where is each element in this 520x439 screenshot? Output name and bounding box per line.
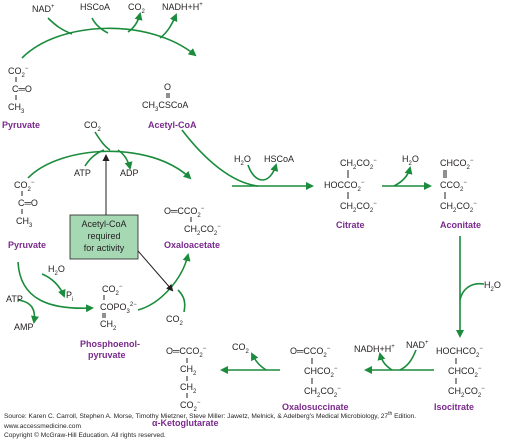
- arrow-pep-to-oxaloacetate: [137, 253, 191, 311]
- ketoglutarate-molecule: O═CCO2− CH2 CH2 CO2− α-Ketoglutarate: [152, 346, 219, 428]
- nadh-release-curve: [159, 13, 178, 39]
- svg-text:CH2CO2−: CH2CO2−: [304, 386, 341, 399]
- atp-consumed-curve: [84, 149, 105, 167]
- pyruvate-middle-name: Pyruvate: [8, 240, 46, 250]
- nad-label: NAD+: [32, 4, 55, 14]
- h2o-label-citrate: H2O: [234, 154, 251, 167]
- amp-label: AMP: [14, 322, 34, 332]
- pep-name-2: pyruvate: [88, 350, 126, 360]
- svg-text:CH3CSCoA: CH3CSCoA: [142, 100, 188, 113]
- h2o-pi-curve: [41, 273, 66, 298]
- nadh-released-curve: [377, 352, 393, 371]
- oxalosuccinate-molecule: O═CCO2− CHCO2− CH2CO2− Oxalosuccinate: [282, 346, 349, 412]
- co2-carboxylation-curve: [94, 131, 111, 151]
- hscoa-label: HSCoA: [80, 2, 110, 12]
- hscoa-cofactor-curve: [91, 17, 109, 34]
- svg-text:CH3: CH3: [16, 216, 33, 229]
- svg-text:CH2CO2−: CH2CO2−: [440, 201, 477, 214]
- oxalosuccinate-name: Oxalosuccinate: [282, 402, 349, 412]
- svg-text:CO2−: CO2−: [180, 400, 201, 413]
- oxaloacetate-name: Oxaloacetate: [164, 240, 220, 250]
- oxaloacetate-molecule: O═CCO2− CH2CO2− Oxaloacetate: [164, 206, 221, 250]
- h2o-label-aconitate: H2O: [402, 154, 419, 167]
- pyruvate-top-name: Pyruvate: [2, 120, 40, 130]
- svg-text:CH2CO2−: CH2CO2−: [448, 386, 485, 399]
- svg-text:HOCCO2−: HOCCO2−: [324, 180, 365, 193]
- svg-text:O═CCO2−: O═CCO2−: [166, 346, 207, 359]
- svg-text:CH2: CH2: [180, 364, 197, 377]
- svg-text:CH2: CH2: [100, 319, 117, 332]
- co2-label-pep: CO2: [166, 314, 184, 327]
- citrate-name: Citrate: [336, 220, 365, 230]
- source-line-2: www.accessmedicine.com: [3, 423, 81, 430]
- h2o-label-pep: H2O: [48, 264, 65, 277]
- nad-consumed-curve: [399, 349, 417, 371]
- pi-label: Pi: [66, 290, 73, 303]
- svg-text:C═O: C═O: [12, 84, 32, 94]
- adp-label: ADP: [120, 168, 139, 178]
- svg-text:CHCO2−: CHCO2−: [440, 158, 474, 171]
- aconitate-molecule: CHCO2− CCO2− CH2CO2− Aconitate: [440, 158, 481, 230]
- co2-label-kg: CO2: [232, 342, 250, 355]
- atp-label: ATP: [74, 168, 91, 178]
- svg-text:CHCO2−: CHCO2−: [304, 366, 338, 379]
- pep-name-1: Phosphoenol-: [80, 339, 140, 349]
- svg-text:HOCHCO2−: HOCHCO2−: [436, 346, 483, 359]
- regulation-arrow-down: [131, 243, 174, 292]
- box-line-3: for activity: [84, 243, 125, 253]
- arrow-pyruvate-to-oxaloacetate: [27, 150, 192, 180]
- arrow-acetylcoa-to-citrate: [181, 129, 259, 187]
- h2o-addition-curve: [459, 282, 485, 301]
- svg-text:O═CCO2−: O═CCO2−: [164, 206, 205, 219]
- source-line-3: Copyright © McGraw-Hill Education. All r…: [4, 431, 166, 439]
- svg-text:CO2−: CO2−: [8, 66, 29, 79]
- box-line-2: required: [87, 231, 120, 241]
- svg-text:C═O: C═O: [18, 198, 38, 208]
- pyruvate-middle: CO2− C═O CH3 Pyruvate: [8, 180, 46, 250]
- box-line-1: Acetyl-CoA: [81, 219, 126, 229]
- nad-cofactor-curve: [47, 17, 73, 35]
- atp-amp-curve: [17, 299, 39, 324]
- co2-release-curve: [127, 12, 143, 33]
- aconitate-name: Aconitate: [440, 220, 481, 230]
- svg-text:O: O: [164, 82, 171, 92]
- pep-molecule: CO2− COPO32− CH2 Phosphoenol- pyruvate: [80, 284, 140, 360]
- pyruvate-top: CO2− C═O CH3 Pyruvate: [2, 66, 40, 130]
- svg-text:CH2: CH2: [180, 382, 197, 395]
- isocitrate-molecule: HOCHCO2− CHCO2− CH2CO2− Isocitrate: [434, 346, 485, 412]
- co2-fixation-curve: [177, 289, 186, 313]
- svg-text:CO2−: CO2−: [14, 180, 35, 193]
- atp-label-pep: ATP: [6, 294, 23, 304]
- co2-carb-label: CO2: [84, 120, 102, 133]
- svg-text:CH2CO2−: CH2CO2−: [184, 224, 221, 237]
- arrow-pyruvate-to-acetylcoa: [21, 27, 197, 59]
- co2-label: CO2: [128, 2, 146, 15]
- nadh-label: NADH+H+: [162, 2, 203, 12]
- svg-text:CH2CO2−: CH2CO2−: [340, 158, 377, 171]
- acetylcoa-name: Acetyl-CoA: [148, 120, 197, 130]
- ketoglutarate-name: α-Ketoglutarate: [152, 418, 219, 428]
- svg-text:CH2CO2−: CH2CO2−: [340, 201, 377, 214]
- svg-text:CO2−: CO2−: [102, 284, 123, 297]
- svg-text:CHCO2−: CHCO2−: [448, 366, 482, 379]
- co2-decarboxylation-curve: [251, 352, 267, 371]
- source-line-1: Source: Karen C. Carroll, Stephen A. Mor…: [4, 411, 416, 420]
- svg-text:CCO2−: CCO2−: [440, 180, 467, 193]
- hscoa2-label: HSCoA: [264, 154, 294, 164]
- nadh-label-2: NADH+H+: [354, 344, 395, 354]
- h2o-label-isocitrate: H2O: [484, 280, 501, 293]
- svg-text:COPO32−: COPO32−: [100, 302, 137, 315]
- nad-label-2: NAD+: [406, 340, 429, 350]
- citrate-molecule: CH2CO2− HOCCO2− CH2CO2− Citrate: [324, 158, 377, 230]
- adp-released-curve: [117, 149, 133, 170]
- h2o-release-curve: [393, 166, 413, 187]
- acetylcoa-molecule: O CH3CSCoA Acetyl-CoA: [142, 82, 197, 130]
- svg-text:CH3: CH3: [8, 102, 25, 115]
- isocitrate-name: Isocitrate: [434, 402, 474, 412]
- arrow-pyruvate-to-pep: [17, 261, 94, 313]
- svg-text:O═CCO2−: O═CCO2−: [290, 346, 331, 359]
- acetylcoa-required-box: [69, 214, 139, 260]
- h2o-hscoa-curve: [247, 163, 279, 181]
